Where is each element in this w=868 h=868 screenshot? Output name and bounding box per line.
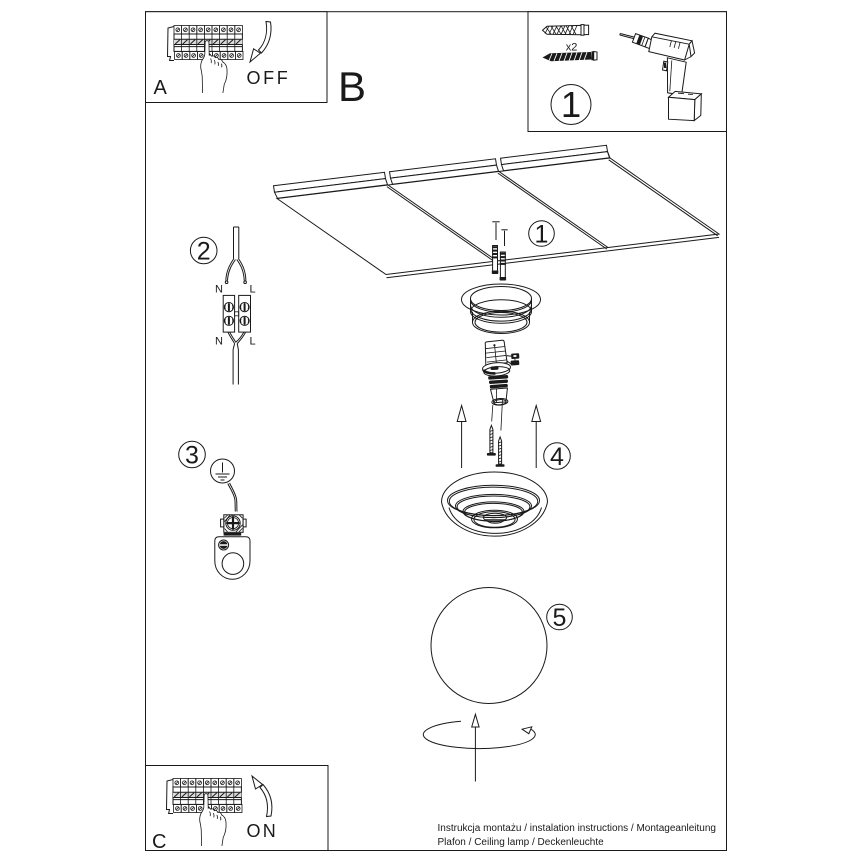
- panel-tools: x2 1: [527, 11, 727, 133]
- step-shade-number: 5: [553, 604, 567, 632]
- panel-a-label: A: [154, 77, 168, 99]
- label-l-bottom: L: [249, 336, 255, 348]
- step-wiring-number: 2: [197, 238, 211, 266]
- mounting-bracket: [214, 536, 251, 580]
- socket-assembly: [482, 339, 520, 406]
- arrow-up-icon: [471, 712, 480, 782]
- quantity-label: x2: [566, 42, 578, 54]
- ground-wire: [227, 482, 238, 512]
- page-border: [145, 11, 727, 851]
- base-mounting: 4: [440, 398, 571, 537]
- ceiling-screw-2: [501, 229, 508, 246]
- step-wiring-badge: 2: [189, 236, 218, 266]
- ground-terminal: [220, 514, 247, 536]
- ceiling-drawing: [272, 144, 721, 279]
- footer-line-1: Instrukcja montażu / instalation instruc…: [438, 823, 717, 834]
- step-shade-badge: 5: [546, 603, 573, 632]
- terminal-block: [222, 294, 251, 333]
- socket-knurl: [488, 375, 509, 389]
- panel-c-switch-on: C ON: [145, 765, 329, 853]
- terminal-screws: [223, 302, 250, 326]
- glass-ball: [430, 587, 548, 704]
- ceiling-plug-1: [491, 245, 499, 274]
- ceiling-back-bars: [272, 144, 611, 199]
- lamp-base: [440, 471, 549, 537]
- off-label: OFF: [247, 68, 291, 88]
- step-ground-badge: 3: [178, 440, 206, 470]
- arrow-up-curved-icon: [251, 774, 273, 818]
- ceiling-plug-2: [499, 251, 507, 281]
- arrow-up-right-icon: [531, 403, 542, 468]
- arrow-up-left-icon: [456, 403, 467, 468]
- step-base-badge: 4: [543, 442, 571, 471]
- label-l-top: L: [249, 284, 255, 296]
- step-ground-number: 3: [185, 442, 199, 470]
- on-label: ON: [247, 821, 278, 841]
- supply-cable: [224, 226, 247, 285]
- drill-icon: [619, 32, 703, 122]
- step-base-number: 4: [550, 443, 564, 471]
- panel-a-box: [145, 11, 328, 104]
- step-ceiling-number: 1: [535, 221, 549, 249]
- label-n-top: N: [215, 284, 223, 296]
- screw-icon: [542, 50, 598, 62]
- wall-plug-icon: [541, 24, 590, 36]
- ceiling-screw-1: [492, 221, 500, 240]
- wiring-step: 2 N L: [189, 226, 256, 385]
- panel-a-switch-off: A OFF: [145, 11, 328, 104]
- ground-symbol-icon: [210, 458, 235, 484]
- arrow-down-icon: [249, 20, 272, 64]
- output-wires: [227, 332, 246, 385]
- mounting-screw-1: [486, 423, 496, 456]
- mounting-screw-2: [495, 435, 505, 467]
- label-n-bottom: N: [215, 336, 223, 348]
- section-b-label: B: [338, 63, 366, 110]
- step-1-number: 1: [561, 84, 581, 125]
- step-1-badge: 1: [550, 84, 592, 125]
- ceiling-fixings: 1: [491, 220, 555, 281]
- step-ceiling-badge: 1: [528, 220, 555, 249]
- canopy-ring: [461, 283, 541, 334]
- grounding-step: 3: [178, 440, 251, 580]
- footer-text: Instrukcja montażu / instalation instruc…: [438, 823, 717, 848]
- panel-c-label: C: [152, 831, 166, 853]
- footer-line-2: Plafon / Ceiling lamp / Deckenleuchte: [438, 837, 605, 848]
- rotate-arrow-icon: [422, 720, 536, 750]
- ground-wire-clamp: [506, 353, 520, 366]
- shade-step: 5: [422, 587, 573, 782]
